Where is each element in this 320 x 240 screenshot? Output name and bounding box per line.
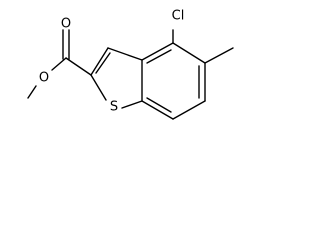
ester-oxygen-label: O [39, 71, 49, 86]
c7-c7a-bond [141, 100, 174, 120]
sulfur-label: S [110, 100, 118, 115]
c3a-c4-bond [141, 42, 174, 61]
c5-methyl-bond [204, 47, 234, 64]
c2-s-bond [90, 74, 107, 101]
c3-c3a-bond [107, 47, 143, 61]
s-c7a-bond [121, 100, 143, 109]
c3a-c4-inner-bond [146, 49, 172, 64]
c7-c7a-inner-bond [146, 97, 172, 113]
c4-c5-bond [172, 42, 206, 64]
c2-c3-double-bond-inner [95, 52, 111, 74]
methyl-ester-o-bond [27, 85, 37, 99]
carbonyl-c2-bond [65, 57, 92, 76]
chlorine-label: Cl [172, 9, 185, 24]
c6-c7-bond [172, 100, 206, 120]
carbonyl-oxygen-label: O [61, 17, 71, 32]
chemical-structure-diagram: O O S Cl [27, 9, 234, 120]
c2-c3-double-bond-outer [90, 47, 109, 76]
ester-o-carbonyl-c-bond [51, 57, 67, 71]
